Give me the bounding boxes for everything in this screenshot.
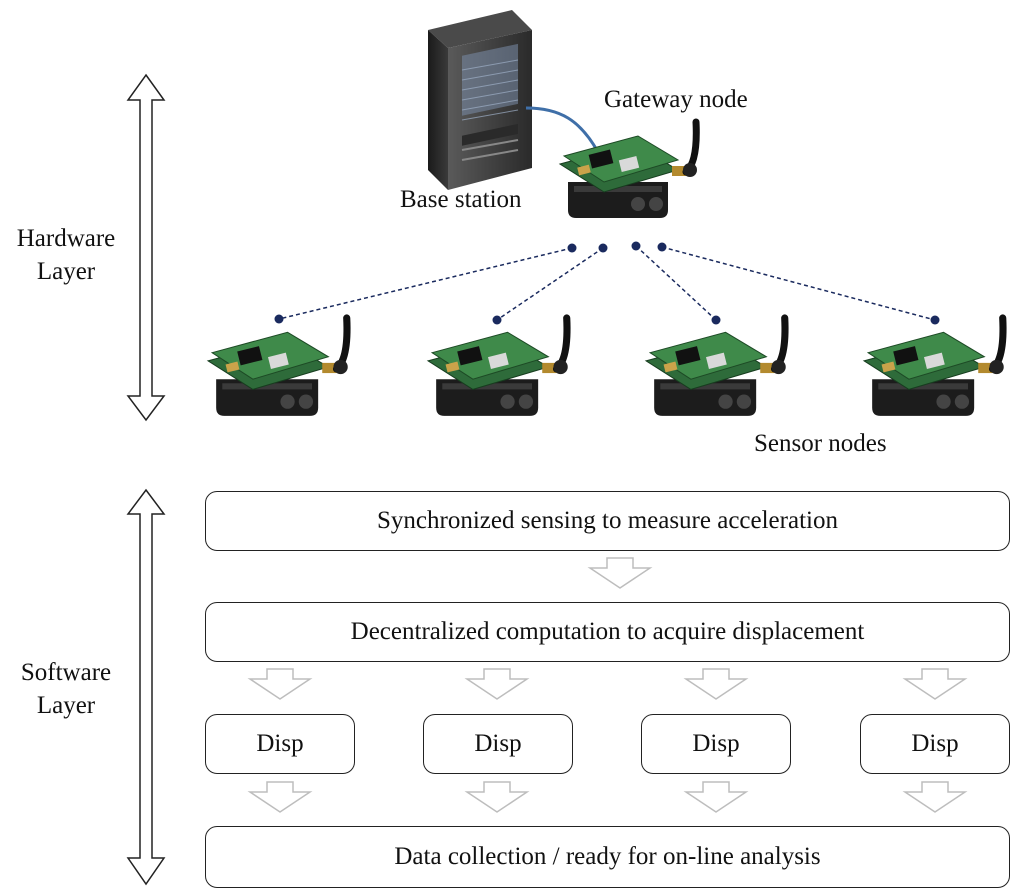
wireless-links bbox=[278, 245, 936, 321]
sensing-step-box: Synchronized sensing to measure accelera… bbox=[205, 491, 1010, 551]
hardware-layer-label: Hardware Layer bbox=[8, 222, 124, 288]
cable-line bbox=[525, 106, 600, 153]
disp-box-1: Disp bbox=[205, 714, 355, 774]
disp-box-3: Disp bbox=[641, 714, 791, 774]
disp-box-2: Disp bbox=[423, 714, 573, 774]
flow-arrow-to-disp-3 bbox=[685, 668, 747, 700]
sensor-node-icon-2 bbox=[428, 318, 568, 416]
flow-arrow-from-disp-1 bbox=[249, 781, 311, 813]
sensor-node-icon-3 bbox=[646, 318, 786, 416]
link-endpoints bbox=[274, 241, 940, 325]
flow-arrow-from-disp-3 bbox=[685, 781, 747, 813]
sensor-node-icon-1 bbox=[208, 318, 348, 416]
sensor-node-icon-4 bbox=[864, 318, 1004, 416]
hardware-layer-label-line1: Hardware bbox=[16, 225, 116, 252]
disp-box-4: Disp bbox=[860, 714, 1010, 774]
software-layer-arrow bbox=[126, 488, 166, 886]
collection-step-box: Data collection / ready for on-line anal… bbox=[205, 826, 1010, 888]
hardware-layer-arrow bbox=[126, 73, 166, 422]
flow-arrow-to-disp-2 bbox=[466, 668, 528, 700]
hardware-layer-label-line2: Layer bbox=[36, 258, 96, 285]
base-station-label: Base station bbox=[400, 186, 522, 213]
flow-arrow-from-disp-4 bbox=[904, 781, 966, 813]
flow-arrow-from-disp-2 bbox=[466, 781, 528, 813]
collection-step-text: Data collection / ready for on-line anal… bbox=[394, 843, 821, 870]
disp-text-4: Disp bbox=[911, 730, 959, 757]
software-layer-label-line2: Layer bbox=[36, 692, 96, 719]
gateway-node-label: Gateway node bbox=[604, 86, 748, 113]
computation-step-text: Decentralized computation to acquire dis… bbox=[350, 618, 865, 645]
flow-arrow-sensing-to-computation bbox=[589, 557, 651, 589]
sensing-step-text: Synchronized sensing to measure accelera… bbox=[377, 507, 838, 534]
disp-text-1: Disp bbox=[256, 730, 304, 757]
disp-text-2: Disp bbox=[474, 730, 522, 757]
software-layer-label: Software Layer bbox=[8, 656, 124, 722]
flow-arrow-to-disp-1 bbox=[249, 668, 311, 700]
sensor-nodes-label: Sensor nodes bbox=[754, 430, 887, 457]
software-layer-label-line1: Software bbox=[20, 659, 112, 686]
computation-step-box: Decentralized computation to acquire dis… bbox=[205, 602, 1010, 662]
flow-arrow-to-disp-4 bbox=[904, 668, 966, 700]
disp-text-3: Disp bbox=[692, 730, 740, 757]
gateway-node-icon bbox=[560, 122, 697, 218]
base-station-server-icon bbox=[428, 10, 532, 190]
